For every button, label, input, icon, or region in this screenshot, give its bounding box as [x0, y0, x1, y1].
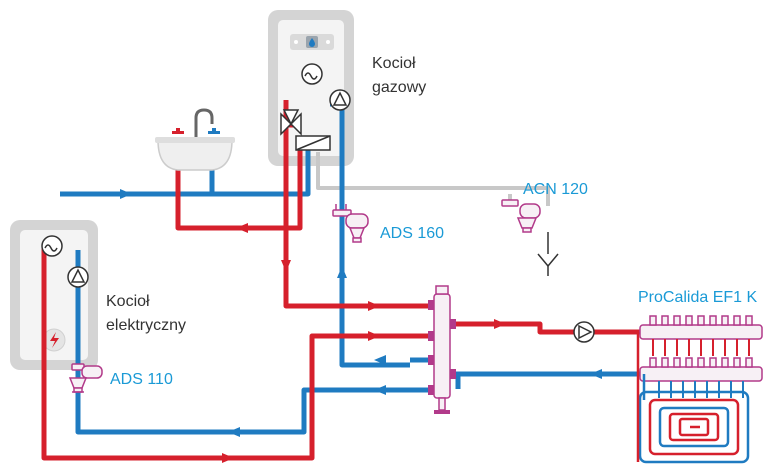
electric-boiler-label-line2: elektryczny	[106, 317, 186, 334]
arrow-up-icon	[337, 266, 347, 278]
arrow-down-icon	[281, 260, 291, 272]
pump-icon	[573, 321, 595, 343]
gas-boiler-label-line1: Kocioł	[372, 55, 416, 72]
floor-manifold-icon[interactable]	[639, 315, 763, 398]
electric-bolt-icon	[50, 332, 59, 348]
pump-icon	[67, 266, 89, 288]
flow-arrows	[120, 189, 602, 463]
ads110-label: ADS 110	[110, 371, 173, 388]
sink-icon	[155, 108, 235, 171]
three-way-valve-icon	[280, 109, 302, 136]
arrow-left-icon	[590, 369, 602, 379]
acn120-label: ACN 120	[523, 181, 588, 198]
arrow-left-icon	[374, 355, 386, 365]
arrow-left-icon	[228, 427, 240, 437]
dirt-separator-icon	[501, 199, 541, 233]
electric-boiler-label-line1: Kocioł	[106, 293, 150, 310]
dirt-separator-icon	[332, 204, 369, 243]
water-drop-icon	[309, 38, 315, 47]
flow-switch-icon	[295, 135, 331, 151]
gas-boiler-label-line2: gazowy	[372, 79, 426, 96]
arrow-right-icon	[368, 331, 380, 341]
heat-exchanger-icon	[301, 63, 323, 85]
cold-pipes	[60, 100, 640, 435]
hydraulic-separator-icon[interactable]	[428, 285, 456, 414]
pump-icon	[329, 89, 351, 111]
dirt-separator-icon	[68, 363, 103, 393]
underfloor-loop-icon	[636, 332, 750, 464]
ads160-label: ADS 160	[380, 225, 444, 242]
arrow-right-icon	[120, 189, 132, 199]
procalida-label: ProCalida EF1 K	[638, 289, 757, 306]
arrow-right-icon	[222, 453, 234, 463]
arrow-left-icon	[374, 385, 386, 395]
arrow-right-icon	[368, 301, 380, 311]
arrow-left-icon	[236, 223, 248, 233]
arrow-right-icon	[494, 319, 506, 329]
drain-funnel-icon	[537, 232, 559, 276]
heat-exchanger-icon	[41, 235, 63, 257]
